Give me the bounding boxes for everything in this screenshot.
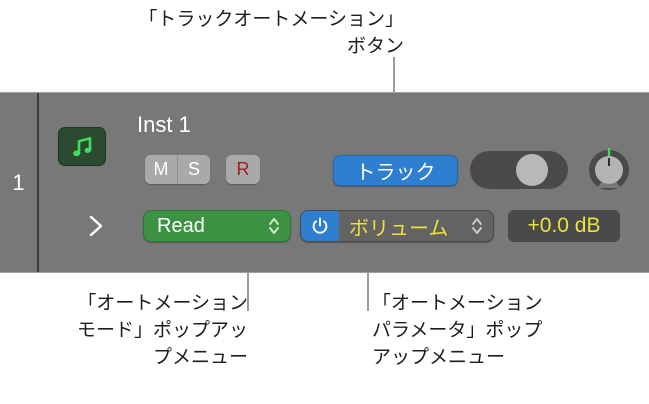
track-toggle-switch[interactable] bbox=[470, 151, 568, 189]
instrument-icon-button[interactable] bbox=[58, 127, 106, 166]
solo-button[interactable]: S bbox=[178, 155, 210, 184]
leader-line-automation-parameter-menu bbox=[367, 243, 369, 311]
chevron-up-down-icon bbox=[470, 215, 484, 237]
chevron-up-down-icon bbox=[267, 215, 281, 237]
track-number-column: 1 bbox=[0, 93, 39, 272]
chevron-right-icon bbox=[89, 215, 103, 237]
annotation-caption-automation-mode-menu: 「オートメーション モード」ポップアッ プメニュー bbox=[76, 293, 248, 368]
automation-parameter-label: ボリューム bbox=[349, 217, 449, 240]
track-disclosure-chevron[interactable] bbox=[85, 212, 107, 240]
annotation-caption-track-automation-button: 「トラックオートメーション」 ボタン bbox=[138, 9, 404, 57]
power-icon bbox=[312, 217, 328, 234]
track-name-label[interactable]: Inst 1 bbox=[137, 112, 191, 137]
track-number: 1 bbox=[12, 169, 25, 195]
leader-line-automation-mode-menu bbox=[247, 243, 249, 311]
annotation-caption-automation-parameter-menu: 「オートメーション パラメータ」ポップ アップメニュー bbox=[372, 293, 543, 368]
volume-knob[interactable] bbox=[583, 144, 635, 196]
automation-mode-menu[interactable]: Read bbox=[143, 210, 291, 242]
automation-power-button[interactable] bbox=[301, 211, 339, 241]
music-note-icon bbox=[73, 136, 92, 156]
mute-solo-group: M S bbox=[145, 155, 210, 184]
automation-mode-label: Read bbox=[157, 214, 205, 237]
mute-button[interactable]: M bbox=[145, 155, 178, 184]
automation-value-field[interactable]: +0.0 dB bbox=[508, 210, 620, 242]
rotary-knob-icon bbox=[588, 148, 629, 190]
record-enable-button[interactable]: R bbox=[226, 155, 260, 184]
track-automation-button[interactable]: トラック bbox=[333, 155, 458, 186]
track-toggle-knob bbox=[516, 154, 548, 186]
automation-parameter-menu[interactable]: ボリューム bbox=[300, 210, 494, 242]
